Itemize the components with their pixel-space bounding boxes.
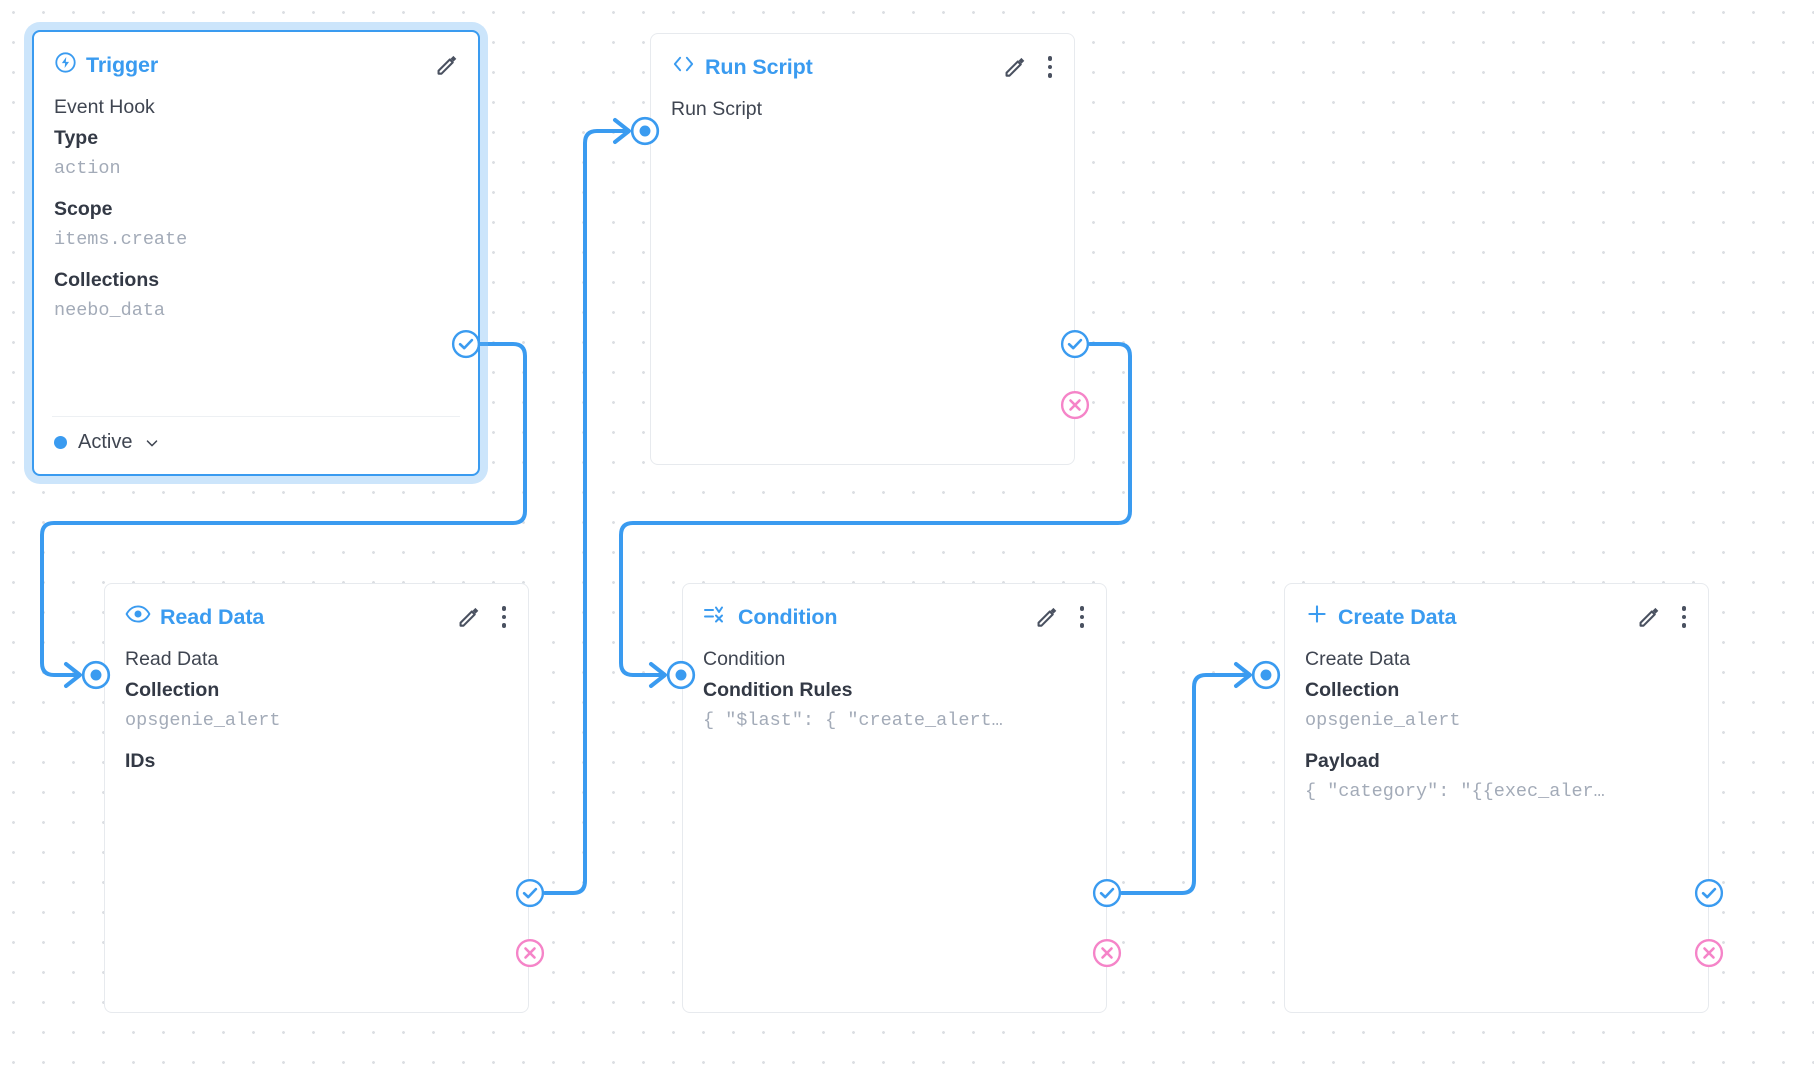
edit-icon[interactable] bbox=[1002, 54, 1028, 80]
condition-filter-icon bbox=[703, 603, 729, 631]
field-value-scope: items.create bbox=[54, 229, 188, 250]
node-condition-actions bbox=[1034, 604, 1089, 630]
field-value-payload: { "category": "{{exec_aler… bbox=[1305, 781, 1605, 802]
edge-read-data-to-run-script bbox=[543, 129, 627, 895]
create-data-resolve-handle[interactable] bbox=[1694, 878, 1724, 908]
node-condition-body: Condition Condition Rules { "$last": { "… bbox=[683, 638, 1106, 750]
field-value-collection: opsgenie_alert bbox=[125, 710, 281, 731]
trigger-resolve-handle[interactable] bbox=[451, 329, 481, 359]
field-label-collections: Collections bbox=[54, 269, 160, 291]
field-label-event-hook: Event Hook bbox=[54, 96, 155, 118]
field-label-type: Type bbox=[54, 127, 99, 149]
node-create-data[interactable]: Create Data Create Data Collection opsge… bbox=[1284, 583, 1709, 1013]
node-read-data-actions bbox=[456, 604, 511, 630]
read-data-resolve-handle[interactable] bbox=[515, 878, 545, 908]
field-label-condition-rules: Condition Rules bbox=[703, 679, 853, 701]
trigger-status-dropdown[interactable]: Active bbox=[52, 416, 460, 454]
more-options-icon[interactable] bbox=[1044, 54, 1057, 80]
node-run-script-actions bbox=[1002, 54, 1057, 80]
node-trigger-body: Event Hook Type action Scope items.creat… bbox=[34, 86, 478, 340]
field-label-ids: IDs bbox=[125, 750, 156, 772]
chevron-down-icon bbox=[143, 434, 161, 452]
more-options-icon[interactable] bbox=[1076, 604, 1089, 630]
node-trigger-header: Trigger bbox=[34, 32, 478, 86]
node-read-data[interactable]: Read Data Read Data Collection opsgenie_… bbox=[104, 583, 529, 1013]
plus-icon bbox=[1305, 602, 1329, 632]
node-create-data-actions bbox=[1636, 604, 1691, 630]
field-value-type: action bbox=[54, 158, 121, 179]
edit-icon[interactable] bbox=[1636, 604, 1662, 630]
node-condition-header: Condition bbox=[683, 584, 1106, 638]
field-label-payload: Payload bbox=[1305, 750, 1380, 772]
node-create-data-title-group: Create Data bbox=[1305, 602, 1457, 632]
node-run-script-title: Run Script bbox=[705, 54, 813, 79]
run-script-input-port[interactable] bbox=[629, 115, 661, 147]
node-read-data-title: Read Data bbox=[160, 604, 265, 629]
more-options-icon[interactable] bbox=[498, 604, 511, 630]
node-read-data-header: Read Data bbox=[105, 584, 528, 638]
node-trigger-title-group: Trigger bbox=[54, 51, 158, 80]
edit-icon[interactable] bbox=[434, 52, 460, 78]
node-condition-title: Condition bbox=[738, 604, 838, 629]
eye-icon bbox=[125, 603, 151, 631]
read-data-input-port[interactable] bbox=[80, 659, 112, 691]
edit-icon[interactable] bbox=[1034, 604, 1060, 630]
condition-resolve-handle[interactable] bbox=[1092, 878, 1122, 908]
node-condition-port-label: Condition bbox=[703, 648, 786, 670]
field-label-scope: Scope bbox=[54, 198, 113, 220]
read-data-reject-handle[interactable] bbox=[515, 938, 545, 968]
node-create-data-header: Create Data bbox=[1285, 584, 1708, 638]
node-trigger-actions bbox=[434, 52, 460, 78]
status-label: Active bbox=[78, 431, 133, 453]
field-value-collections: neebo_data bbox=[54, 300, 166, 321]
lightning-circle-icon bbox=[54, 51, 77, 80]
field-label-collection: Collection bbox=[1305, 679, 1400, 701]
node-read-data-port-label: Read Data bbox=[125, 648, 219, 670]
node-create-data-title: Create Data bbox=[1338, 604, 1457, 629]
condition-input-port[interactable] bbox=[665, 659, 697, 691]
field-label-collection: Collection bbox=[125, 679, 220, 701]
condition-reject-handle[interactable] bbox=[1092, 938, 1122, 968]
node-run-script-port-label: Run Script bbox=[671, 98, 763, 120]
run-script-reject-handle[interactable] bbox=[1060, 390, 1090, 420]
node-read-data-title-group: Read Data bbox=[125, 603, 264, 631]
edit-icon[interactable] bbox=[456, 604, 482, 630]
create-data-reject-handle[interactable] bbox=[1694, 938, 1724, 968]
node-run-script-header: Run Script bbox=[651, 34, 1074, 88]
run-script-resolve-handle[interactable] bbox=[1060, 329, 1090, 359]
field-value-condition-rules: { "$last": { "create_alert… bbox=[703, 710, 1003, 731]
node-create-data-body: Create Data Collection opsgenie_alert Pa… bbox=[1285, 638, 1708, 821]
edge-condition-to-create-data bbox=[1120, 673, 1248, 895]
status-dot-icon bbox=[54, 436, 67, 449]
node-run-script-title-group: Run Script bbox=[671, 53, 813, 81]
code-brackets-icon bbox=[671, 53, 696, 81]
node-run-script[interactable]: Run Script Run Script bbox=[650, 33, 1075, 465]
node-trigger-title: Trigger bbox=[86, 52, 159, 77]
more-options-icon[interactable] bbox=[1678, 604, 1691, 630]
node-condition[interactable]: Condition Condition Condition Rules { "$… bbox=[682, 583, 1107, 1013]
node-trigger[interactable]: Trigger Event Hook Type action Scope ite… bbox=[32, 30, 480, 476]
node-run-script-body: Run Script bbox=[651, 88, 1074, 139]
create-data-input-port[interactable] bbox=[1250, 659, 1282, 691]
node-read-data-body: Read Data Collection opsgenie_alert IDs bbox=[105, 638, 528, 791]
node-create-data-port-label: Create Data bbox=[1305, 648, 1411, 670]
field-value-collection: opsgenie_alert bbox=[1305, 710, 1461, 731]
node-condition-title-group: Condition bbox=[703, 603, 838, 631]
